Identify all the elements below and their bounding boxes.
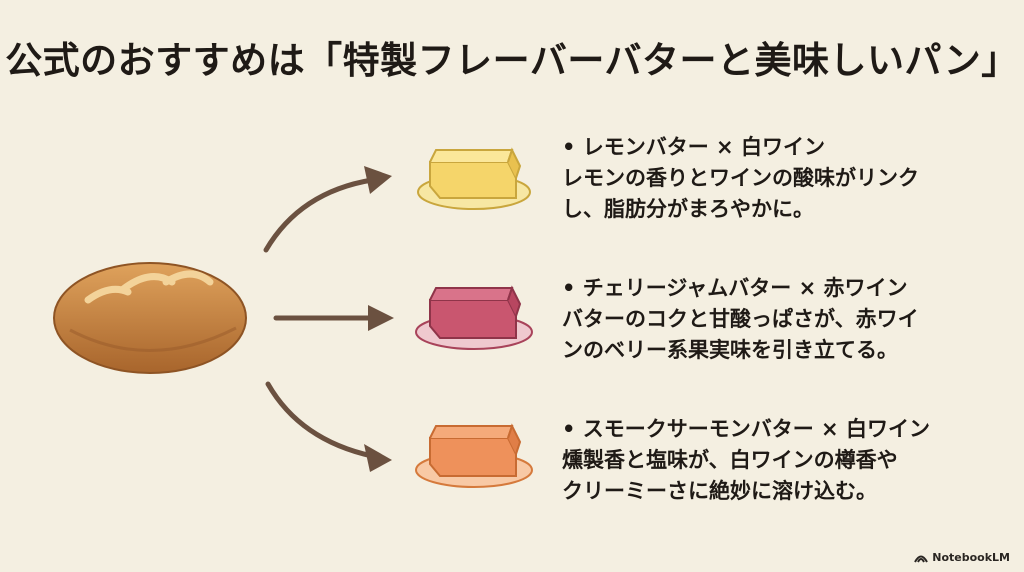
notebooklm-logo-icon: [914, 555, 929, 563]
slide-title: 公式のおすすめは「特製フレーバーバターと美味しいパン」: [5, 39, 1019, 82]
pairing-heading: • スモークサーモンバター × 白ワイン: [562, 417, 930, 441]
pairing-description: 燻製香と塩味が、白ワインの樽香や クリーミーさに絶妙に溶け込む。: [562, 448, 898, 503]
pairing-heading: • レモンバター × 白ワイン: [562, 135, 825, 159]
pairing-description: レモンの香りとワインの酸味がリンク し、脂肪分がまろやかに。: [562, 166, 919, 221]
lemon-butter-icon: [417, 147, 531, 210]
pairing-smoked-salmon-butter: • スモークサーモンバター × 白ワイン 燻製香と塩味が、白ワインの樽香や クリ…: [562, 414, 1002, 507]
pairing-lemon-butter: • レモンバター × 白ワイン レモンの香りとワインの酸味がリンク し、脂肪分が…: [562, 132, 1002, 225]
watermark-label: NotebookLM: [932, 551, 1010, 564]
smoked-salmon-butter-icon: [415, 423, 533, 488]
arrow-icon: [265, 381, 392, 472]
bread-loaf-icon: [53, 262, 247, 374]
arrow-icon: [273, 305, 394, 331]
pairing-description: バターのコクと甘酸っぱさが、赤ワイ ンのベリー系果実味を引き立てる。: [562, 307, 919, 362]
pairing-cherry-jam-butter: • チェリージャムバター × 赤ワイン バターのコクと甘酸っぱさが、赤ワイ ンの…: [562, 273, 1002, 366]
watermark: NotebookLM: [914, 551, 1010, 564]
cherry-jam-butter-icon: [415, 285, 533, 350]
arrow-icon: [263, 166, 392, 253]
pairing-heading: • チェリージャムバター × 赤ワイン: [562, 276, 908, 300]
